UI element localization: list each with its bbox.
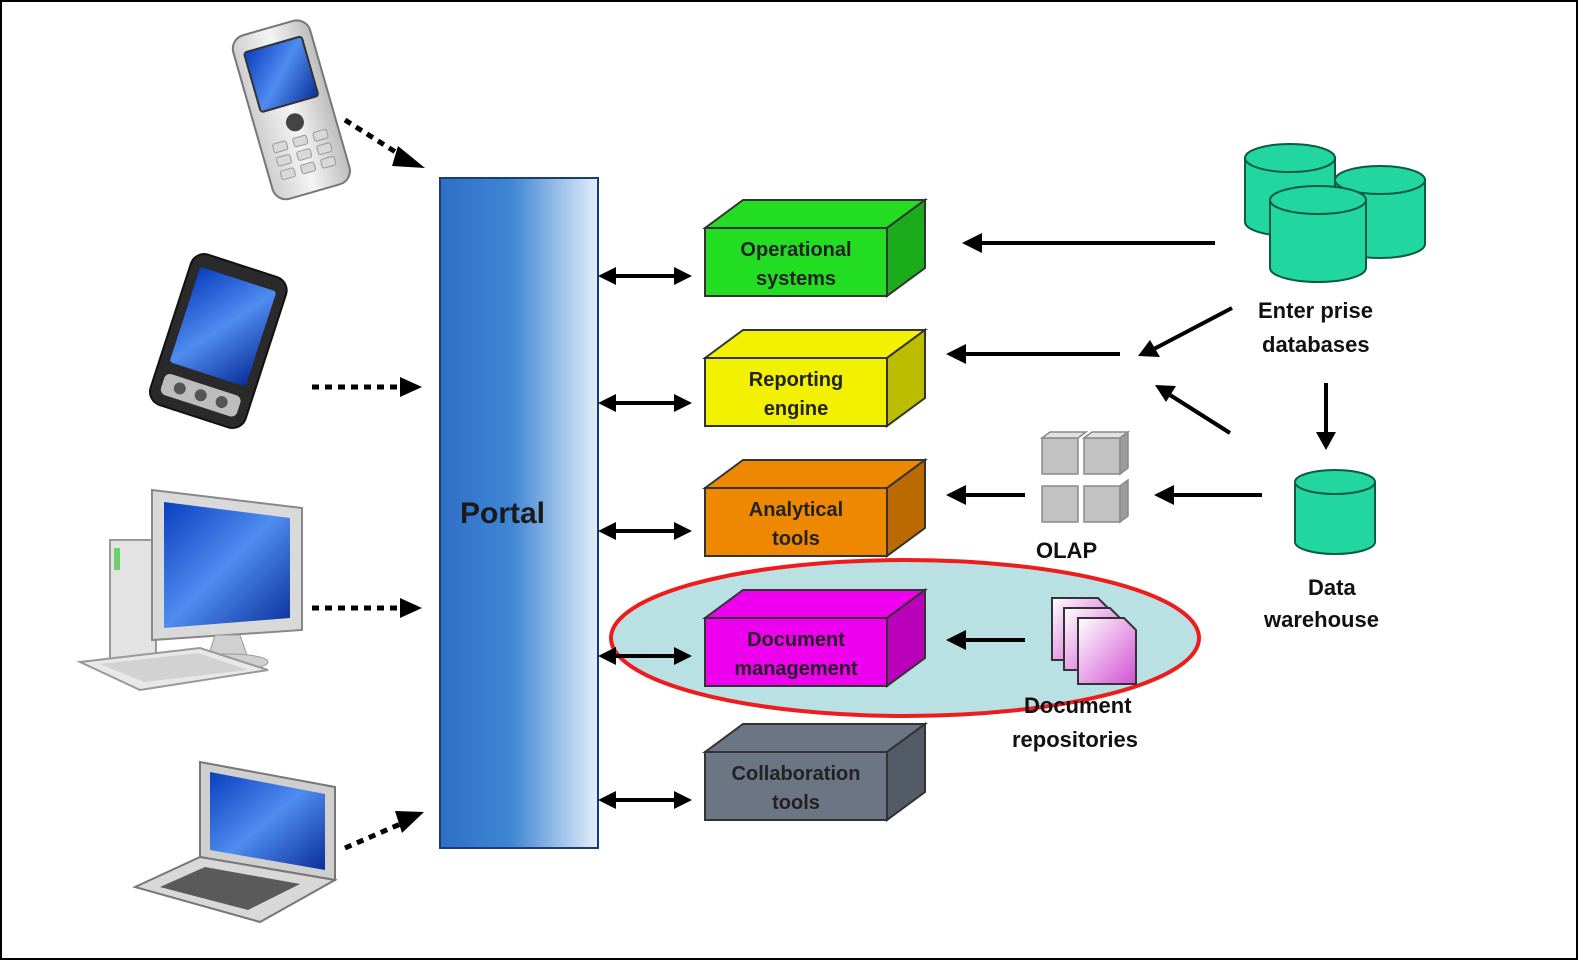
document-repositories-icon (1051, 597, 1137, 685)
data-warehouse-label-line1: Data (1308, 575, 1356, 600)
component-box-reporting: Reporting engine (701, 328, 929, 428)
data-warehouse-icon (1294, 469, 1376, 555)
phone-arrow (343, 117, 407, 161)
component-label-line2: systems (756, 268, 836, 290)
component-box-document: Document management (701, 588, 929, 688)
portal-connector-lines (612, 274, 678, 802)
document-repositories-label-line1: Document (1024, 693, 1132, 718)
enterprise-databases-label-line1: Enter prise (1258, 298, 1373, 323)
component-box-analytical: Analytical tools (701, 458, 929, 558)
portal-label: Portal (460, 497, 545, 530)
laptop-arrow (344, 819, 406, 851)
component-label-line1: Reporting (749, 369, 843, 391)
enterprise-databases-icon (1244, 143, 1426, 283)
olap-cube-icon (1039, 430, 1131, 524)
portal: Portal (439, 177, 599, 849)
component-label-line1: Document (747, 629, 845, 651)
component-label-line2: engine (764, 398, 828, 420)
source-arrow-lines (962, 241, 1328, 642)
component-label-line2: tools (772, 792, 820, 814)
device-arrows (312, 117, 407, 851)
desktop-computer-icon (76, 488, 303, 692)
component-label-line2: management (734, 658, 858, 680)
portal-connector-heads (598, 267, 692, 809)
database-cylinder (1269, 185, 1367, 283)
component-label-line1: Operational (740, 239, 851, 261)
component-label-line2: tools (772, 528, 820, 550)
olap-label: OLAP (1036, 538, 1097, 563)
mobile-phone-icon (231, 19, 351, 201)
pda-icon (148, 253, 288, 429)
component-label-line1: Analytical (749, 499, 843, 521)
source-arrow-heads (946, 233, 1336, 650)
laptop-icon (132, 760, 338, 924)
enterprise-databases-label-line2: databases (1262, 332, 1370, 357)
device-arrowheads (392, 146, 425, 833)
document-repositories-label-line2: repositories (1012, 727, 1138, 752)
component-label-line1: Collaboration (732, 763, 861, 785)
data-warehouse-label-line2: warehouse (1263, 607, 1379, 632)
component-box-collaboration: Collaboration tools (701, 722, 929, 822)
component-box-operational: Operational systems (701, 198, 929, 298)
